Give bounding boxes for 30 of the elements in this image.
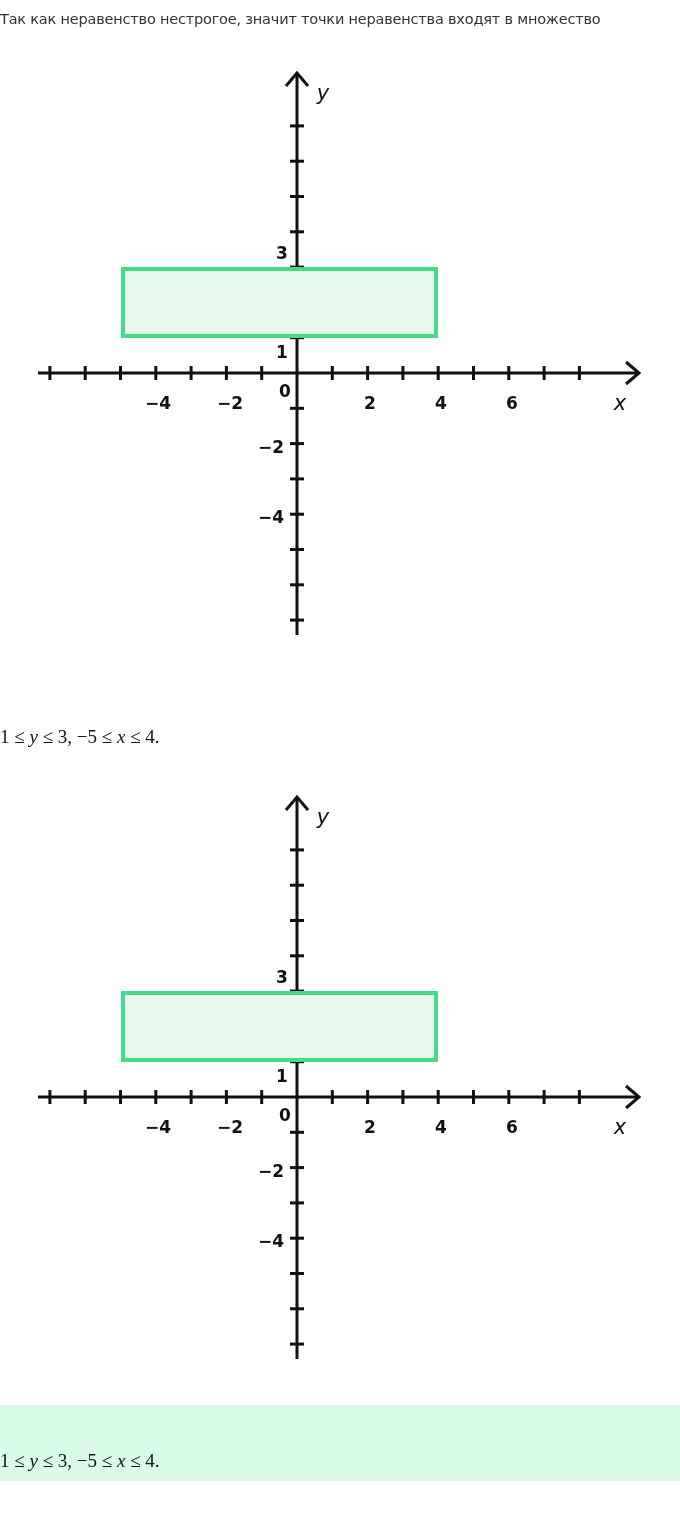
tick-label: −4 (257, 1232, 285, 1250)
inequality-formula: 1 ≤ y ≤ 3, −5 ≤ x ≤ 4. (0, 727, 160, 746)
axis-label: x (613, 1116, 627, 1138)
tick-label: 3 (276, 244, 288, 262)
tick-label: 6 (506, 394, 518, 412)
shaded-rectangle (120, 267, 439, 338)
tick-label: 4 (435, 1118, 447, 1136)
tick-label: 1 (276, 1067, 288, 1085)
tick-label: −2 (216, 1118, 244, 1136)
tick-label: −4 (144, 394, 172, 412)
shaded-rectangle (120, 991, 439, 1062)
tick-label: 0 (279, 382, 291, 400)
answer-panel (0, 1405, 680, 1481)
tick-label: 2 (364, 1118, 376, 1136)
tick-label: −4 (144, 1118, 172, 1136)
tick-label: 6 (506, 1118, 518, 1136)
inequality-formula: 1 ≤ y ≤ 3, −5 ≤ x ≤ 4. (0, 1451, 160, 1470)
axis-label: y (316, 806, 330, 828)
tick-label: −2 (257, 1162, 285, 1180)
axis-label: x (613, 392, 627, 414)
tick-label: 3 (276, 968, 288, 986)
tick-label: −4 (257, 508, 285, 526)
axis-label: y (316, 82, 330, 104)
tick-label: 4 (435, 394, 447, 412)
tick-label: 0 (279, 1106, 291, 1124)
tick-label: 2 (364, 394, 376, 412)
tick-label: 1 (276, 343, 288, 361)
instruction-text: Так как неравенство нестрогое, значит точки неравенства входят в множество (0, 12, 601, 27)
tick-label: −2 (216, 394, 244, 412)
tick-label: −2 (257, 438, 285, 456)
